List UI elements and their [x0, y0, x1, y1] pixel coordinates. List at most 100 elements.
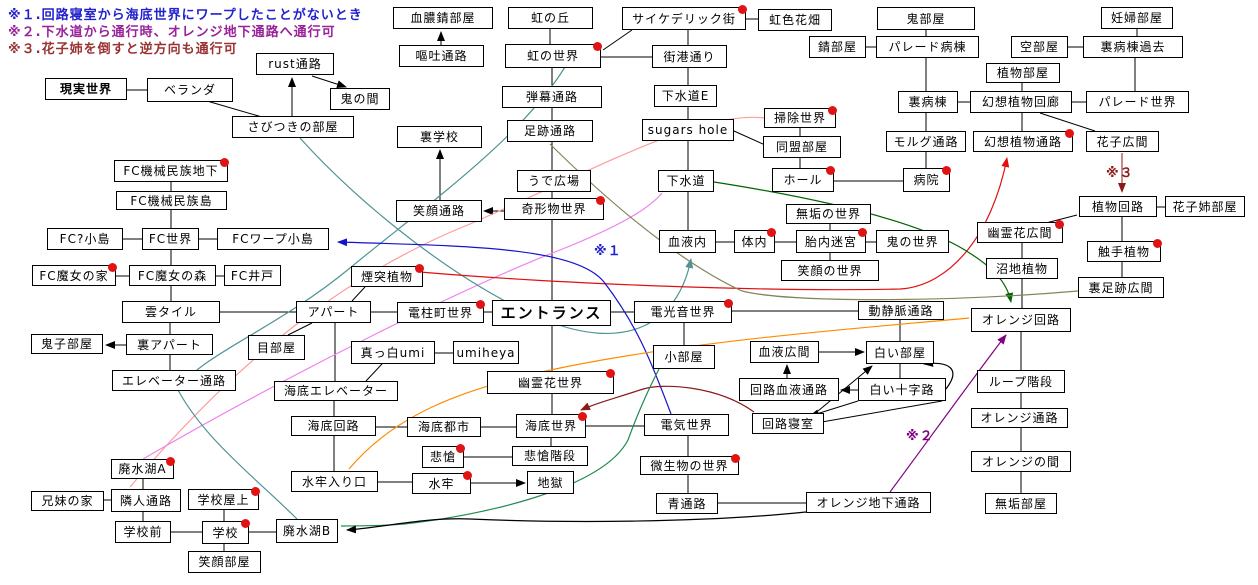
- event-dot: [767, 228, 776, 237]
- map-edge: [817, 365, 873, 412]
- map-node-paradesekai: パレード世界: [1086, 91, 1189, 113]
- map-node-suirouiri: 水牢入り口: [291, 471, 378, 492]
- map-node-nijiiro: 虹色花畑: [758, 9, 832, 31]
- map-node-orangechika: オレンジ地下通路: [806, 492, 931, 513]
- map-node-gesuidoE: 下水道E: [654, 85, 717, 107]
- map-node-kyoudai: 兄妹の家: [31, 491, 104, 511]
- map-node-gensoutsuuro: 幻想植物通路: [973, 131, 1073, 152]
- map-node-hisoukaidan: 悲愴階段: [512, 446, 588, 466]
- event-dot: [826, 166, 835, 175]
- map-node-genjitsu: 現実世界: [45, 78, 127, 100]
- map-node-sabitsuki: さびつきの部屋: [232, 116, 354, 138]
- blue-path: [337, 238, 672, 415]
- map-node-egaonosekai: 笑顔の世界: [781, 260, 879, 281]
- event-dot: [415, 264, 424, 273]
- event-dot: [1065, 129, 1074, 138]
- map-node-uraashiato: 裏足跡広間: [1078, 277, 1164, 298]
- map-node-onibeya: 鬼部屋: [877, 7, 975, 30]
- event-dot: [724, 299, 733, 308]
- map-node-sugars: sugars hole: [642, 119, 734, 141]
- map-edge: [351, 286, 366, 302]
- teal-path-1: [177, 66, 566, 520]
- event-dot: [456, 444, 465, 453]
- map-node-fcmajoie: FC魔女の家: [32, 265, 116, 286]
- map-node-rust: rust通路: [256, 53, 334, 75]
- map-node-yureihanahiroma: 幽霊花広間: [977, 222, 1063, 243]
- map-node-kaiteitoshi: 海底都市: [407, 417, 481, 437]
- map-node-egaobeya: 笑顔部屋: [188, 551, 261, 573]
- map-node-ninpu: 妊婦部屋: [1101, 7, 1173, 29]
- event-dot: [942, 166, 951, 175]
- map-node-hanakoane: 花子姉部屋: [1165, 196, 1245, 217]
- map-node-souji: 掃除世界: [764, 108, 836, 128]
- map-node-fcchika: FC機械民族地下: [114, 160, 228, 182]
- map-node-paradebyoutou: パレード病棟: [876, 36, 979, 58]
- map-node-umiheya: umiheya: [453, 341, 519, 364]
- map-node-outo: 嘔吐通路: [399, 45, 484, 67]
- map-node-numachi: 沼地植物: [986, 258, 1058, 279]
- map-node-oninoma: 鬼の間: [330, 88, 390, 110]
- map-node-kikei: 奇形物世界: [504, 198, 604, 220]
- event-dot: [108, 263, 117, 272]
- map-node-uraapart: 裏アパート: [126, 334, 213, 355]
- map-node-mukubeya: 無垢部屋: [985, 493, 1057, 514]
- event-dot: [731, 454, 740, 463]
- map-node-nijinooka: 虹の丘: [508, 7, 593, 29]
- map-node-ketsuekihiroma: 血液広間: [750, 341, 819, 363]
- red-path: [419, 157, 1010, 291]
- map-node-uragakkou: 裏学校: [397, 126, 482, 148]
- map-edge: [311, 75, 347, 89]
- map-node-gesuido: 下水道: [658, 170, 714, 192]
- event-dot: [858, 228, 867, 237]
- purple-path: [889, 334, 1007, 493]
- map-node-urabyoutou: 裏病棟: [898, 91, 958, 113]
- map-node-kairoshin: 回路寝室: [752, 413, 824, 434]
- map-node-ketsuekinai: 血液内: [659, 230, 716, 253]
- map-node-oninosekai: 鬼の世界: [876, 230, 949, 253]
- event-dot: [166, 457, 175, 466]
- map-node-haisuiB: 廃水湖B: [276, 519, 338, 543]
- map-edge: [1039, 112, 1096, 132]
- map-node-apart: アパート: [296, 301, 371, 323]
- event-dot: [1153, 239, 1162, 248]
- map-ref-label-3: ※３: [1106, 166, 1134, 181]
- map-node-gakkou: 学校: [202, 521, 249, 544]
- map-node-fcmajomori: FC魔女の森: [129, 265, 216, 286]
- map-node-mebeya: 目部屋: [248, 335, 305, 360]
- map-node-fcido: FC井戸: [224, 265, 281, 286]
- map-edge: [602, 29, 633, 51]
- map-node-elevatsuuro: エレベーター通路: [112, 370, 236, 391]
- map-node-chinousabi: 血膿錆部屋: [393, 7, 493, 29]
- map-node-kaiteikairo: 海底回路: [291, 416, 376, 436]
- maroon-path-1: [580, 385, 755, 413]
- olive-path: [549, 143, 1079, 301]
- map-node-morgue: モルグ通路: [886, 131, 966, 152]
- event-dot: [1055, 220, 1064, 229]
- map-node-shokubutsubeya: 植物部屋: [986, 63, 1060, 83]
- map-node-denchuu: 電柱町世界: [397, 302, 484, 323]
- map-node-urabyoutoukako: 裏病棟過去: [1083, 36, 1183, 58]
- map-edge: [365, 363, 383, 382]
- map-node-loopkaidan: ループ階段: [977, 370, 1065, 393]
- map-node-egaotsuuro: 笑顔通路: [396, 200, 482, 222]
- map-node-entotsu: 煙突植物: [351, 266, 423, 287]
- map-node-masshiro: 真っ白umi: [351, 341, 435, 364]
- event-dot: [606, 369, 615, 378]
- map-node-shokushu: 触手植物: [1087, 241, 1161, 262]
- map-node-gakkouokujou: 学校屋上: [188, 489, 259, 510]
- map-node-fcshima: FC機械民族島: [116, 191, 227, 210]
- event-dot: [578, 412, 587, 421]
- map-node-kumo: 雲タイル: [122, 301, 220, 323]
- map-node-doumei: 同盟部屋: [763, 136, 841, 158]
- event-dot: [241, 519, 250, 528]
- map-node-sorabeya: 空部屋: [1011, 36, 1068, 58]
- map-node-ashiato: 足跡通路: [507, 120, 593, 142]
- map-node-tainaimeikyuu: 胎内迷宮: [796, 230, 866, 253]
- map-node-ude: うで広場: [517, 170, 591, 192]
- orange-path: [348, 317, 970, 470]
- map-edge: [287, 322, 313, 336]
- map-node-shiroibeya: 白い部屋: [866, 341, 934, 364]
- map-node-jigoku: 地獄: [527, 471, 574, 494]
- event-dot: [593, 42, 602, 51]
